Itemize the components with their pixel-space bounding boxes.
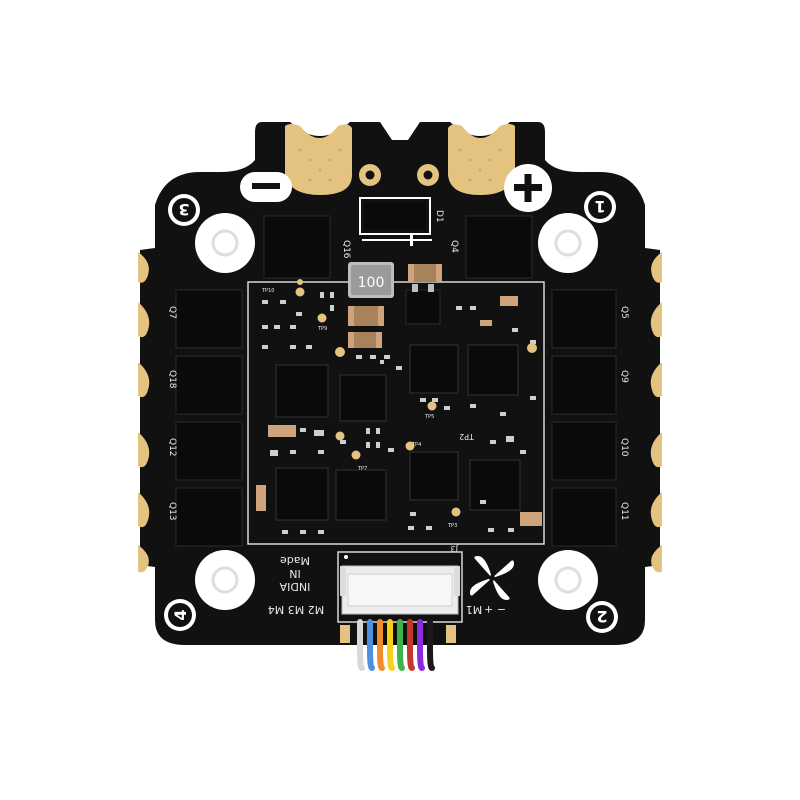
label-q18: Q18 bbox=[167, 370, 177, 389]
right-mosfets bbox=[551, 289, 617, 547]
power-pads bbox=[285, 124, 515, 195]
made-text: Made bbox=[280, 554, 310, 567]
connector-pad-right bbox=[446, 625, 456, 643]
corner-labels: 3 1 4 2 bbox=[164, 191, 618, 633]
wire-5 bbox=[407, 619, 415, 671]
wire-1 bbox=[367, 619, 375, 671]
pad-dots bbox=[298, 148, 502, 182]
label-d1: D1 bbox=[434, 210, 444, 223]
motor-label-m1: M1 bbox=[466, 603, 483, 616]
label-q12: Q12 bbox=[167, 438, 177, 457]
connector-label: J3 bbox=[451, 544, 459, 553]
tp10-label: TP10 bbox=[261, 288, 274, 294]
propeller-logo-icon bbox=[470, 556, 514, 600]
wire-3 bbox=[387, 619, 395, 671]
label-q16: Q16 bbox=[341, 240, 351, 259]
made-in-india: Made IN INDIA bbox=[279, 554, 310, 593]
india-text: INDIA bbox=[279, 580, 310, 593]
plus-symbol-v bbox=[524, 174, 532, 202]
smd-components bbox=[262, 292, 536, 534]
label-q10: Q10 bbox=[619, 438, 629, 457]
mounting-holes bbox=[195, 213, 598, 610]
label-q4: Q4 bbox=[449, 240, 459, 253]
label-q11: Q11 bbox=[619, 502, 629, 521]
tp9-label: TP9 bbox=[317, 326, 327, 332]
wire-2 bbox=[377, 619, 385, 671]
capacitors bbox=[256, 264, 542, 526]
center-chips bbox=[275, 344, 521, 521]
tp4-label: TP4 bbox=[411, 442, 421, 448]
connector-pad-left bbox=[340, 625, 350, 643]
corner-label-4: 4 bbox=[171, 609, 190, 620]
label-q13: Q13 bbox=[167, 502, 177, 521]
mcu-area-outline bbox=[247, 281, 545, 545]
corner-label-3: 3 bbox=[178, 200, 189, 219]
top-vias bbox=[359, 164, 439, 186]
motor-labels-left: M2 M3 M4 bbox=[268, 603, 324, 616]
negative-pad bbox=[285, 124, 352, 195]
test-point-dots bbox=[295, 279, 537, 517]
signal-wires bbox=[357, 619, 435, 671]
wire-0 bbox=[357, 619, 365, 671]
mosfet-q4 bbox=[465, 215, 533, 279]
label-q5: Q5 bbox=[619, 306, 629, 319]
corner-label-2: 2 bbox=[596, 607, 607, 626]
tp2-label: TP2 bbox=[459, 432, 475, 441]
regulator bbox=[405, 289, 441, 325]
tp7-label: TP7 bbox=[357, 466, 367, 472]
minus-symbol bbox=[252, 183, 280, 189]
label-q9: Q9 bbox=[619, 370, 629, 383]
positive-pad bbox=[448, 124, 515, 195]
wire-6 bbox=[417, 619, 425, 671]
wire-4 bbox=[397, 619, 405, 671]
wire-7 bbox=[427, 619, 435, 671]
mosfet-q16 bbox=[263, 215, 331, 279]
motor-pads-right bbox=[650, 252, 662, 573]
left-mosfets bbox=[175, 289, 243, 547]
label-q7: Q7 bbox=[167, 306, 177, 319]
in-text: IN bbox=[289, 567, 300, 580]
inductor-value: 100 bbox=[358, 275, 385, 291]
tp5-label: TP5 bbox=[424, 414, 434, 420]
test-point-labels: TP10 TP9 TP5 TP7 TP4 TP2 TP3 bbox=[261, 288, 475, 529]
tp3-label: TP3 bbox=[447, 523, 457, 529]
motor-pads-left bbox=[138, 252, 150, 573]
corner-label-1: 1 bbox=[594, 197, 605, 216]
power-labels: − + bbox=[484, 603, 506, 616]
